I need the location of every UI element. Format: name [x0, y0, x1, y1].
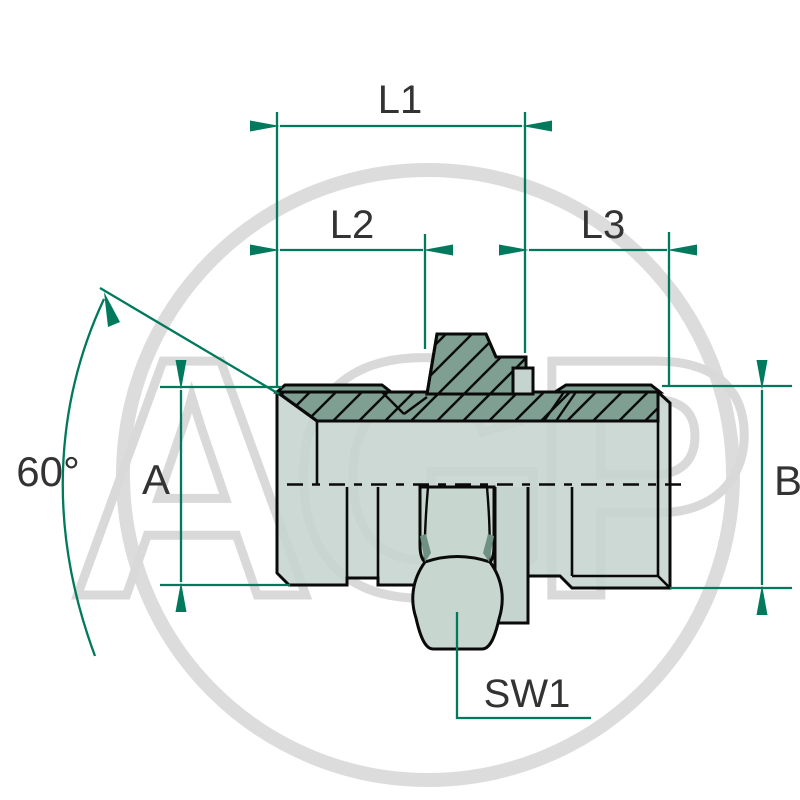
hex-corner-shade-left [420, 534, 431, 562]
label-l2: L2 [330, 203, 375, 247]
boss-step-tab [511, 366, 535, 396]
dimensions [61, 112, 792, 720]
flange-top-face-right [549, 383, 665, 394]
section-hatched [272, 332, 671, 423]
body-internal-lines [276, 390, 671, 589]
watermark-ring [116, 163, 740, 787]
flange-top-face-left [273, 383, 396, 394]
label-l3: L3 [581, 203, 626, 247]
labels: L1 L2 L3 A B SW1 60° [16, 78, 800, 716]
label-l1: L1 [378, 78, 423, 122]
dimension-b [662, 360, 792, 615]
hex-corner-shade-right [483, 534, 494, 562]
label-b: B [774, 457, 800, 504]
band-chamfer-lines [381, 391, 671, 422]
label-sw1: SW1 [484, 672, 571, 716]
hex-nut-outline [411, 485, 504, 651]
sw1-leader [455, 612, 591, 720]
dimension-a [160, 360, 290, 612]
dimension-l3 [499, 232, 697, 385]
hex-rear-shoulder [493, 487, 530, 625]
hex-facet-edge [424, 555, 491, 564]
dimension-l2 [250, 234, 453, 349]
flange-band-hatch [272, 390, 660, 423]
label-a: A [142, 456, 170, 503]
hex-nut [411, 485, 504, 651]
angle-60 [61, 287, 280, 657]
label-angle-60: 60° [16, 448, 80, 495]
